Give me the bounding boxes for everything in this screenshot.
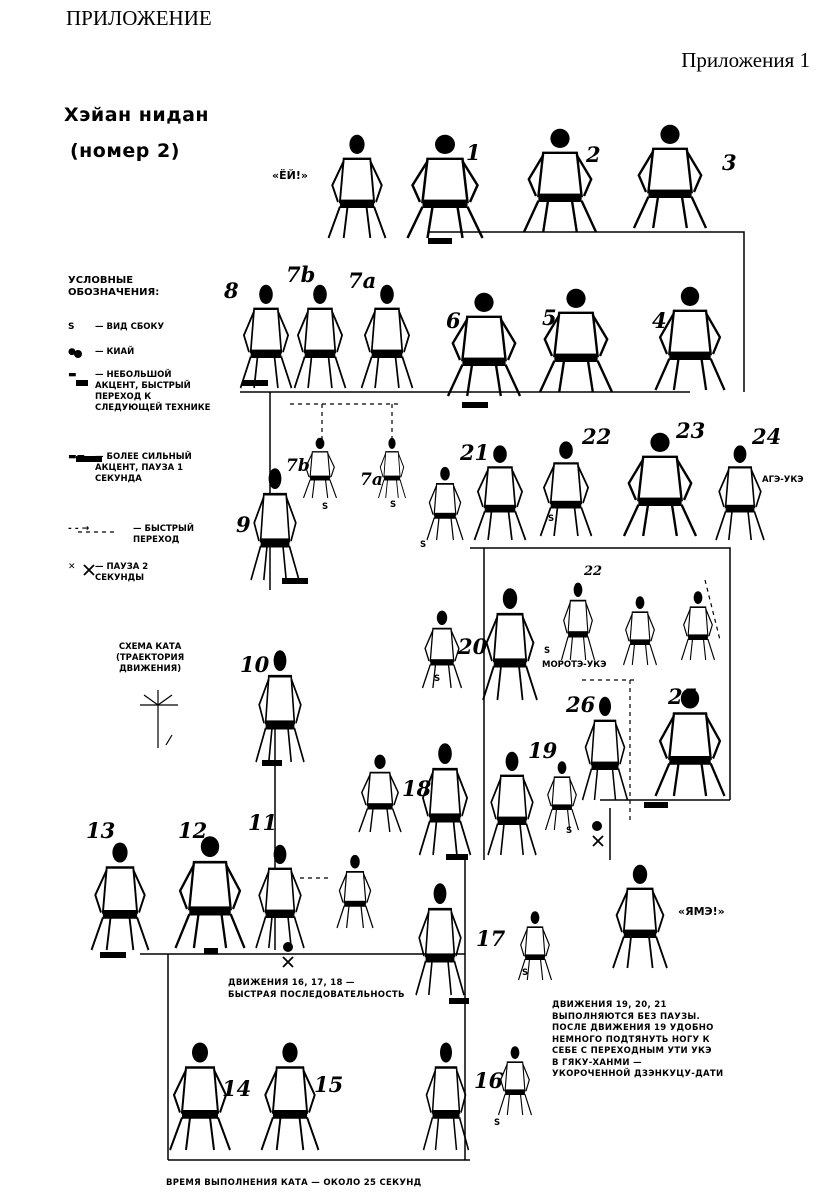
note-line: ПОСЛЕ ДВИЖЕНИЯ 19 УДОБНО [552, 1023, 714, 1033]
kata-title: Хэйан нидан [64, 104, 210, 126]
note-line: ВЫПОЛНЯЮТСЯ БЕЗ ПАУЗЫ. [552, 1011, 701, 1022]
age-uke-label: АГЭ-УКЭ [762, 475, 804, 485]
move-number: 3 [722, 150, 737, 175]
legend-text: — НЕБОЛЬШОЙ АКЦЕНТ, БЫСТРЫЙ ПЕРЕХОД К СЛ… [95, 370, 211, 413]
karate-figures [90, 123, 766, 1152]
note-line: НЕМНОГО ПОДТЯНУТЬ НОГУ К [552, 1034, 710, 1045]
start-call: «ЁЙ!» [272, 169, 308, 182]
move-number: 7b [286, 456, 310, 476]
legend-heading-line1: УСЛОВНЫЕ [68, 275, 134, 286]
move-number: 24 [752, 424, 782, 449]
scheme-caption: СХЕМА КАТА (ТРАЕКТОРИЯ ДВИЖЕНИЯ) [116, 642, 184, 675]
legend-text: — БОЛЕЕ СИЛЬНЫЙ АКЦЕНТ, ПАУЗА 1 СЕКУНДА [95, 452, 192, 484]
move-number: 19 [528, 738, 558, 763]
legend-heading-line2: ОБОЗНАЧЕНИЯ: [68, 287, 160, 298]
side-view-mark: S [544, 646, 551, 656]
move-number: 10 [240, 652, 270, 677]
legend-heading: УСЛОВНЫЕ ОБОЗНАЧЕНИЯ: [68, 275, 159, 299]
small-accent-symbol: ▬ [68, 370, 77, 380]
move-number: 18 [402, 776, 432, 801]
side-view-mark: S [390, 500, 397, 510]
move-number: 26 [566, 692, 596, 717]
move-number: 22 [584, 564, 603, 579]
move-number: 1 [466, 140, 481, 165]
fast-sequence-note: ДВИЖЕНИЯ 16, 17, 18 — БЫСТРАЯ ПОСЛЕДОВАТ… [228, 978, 405, 1001]
move-number: 5 [542, 305, 557, 330]
legend-text: — ВИД СБОКУ [95, 322, 165, 332]
side-view-mark: S [494, 1118, 501, 1128]
move-number: 17 [476, 926, 506, 951]
move-number: 13 [86, 818, 116, 843]
move-number: 25 [668, 684, 698, 709]
pause-symbol: ✕ [68, 562, 76, 572]
appendix-subheading: Приложения 1 [681, 48, 810, 72]
move-number: 12 [178, 818, 208, 843]
morote-uke-label: МОРОТЭ-УКЭ [542, 660, 607, 670]
move-number: 21 [460, 440, 490, 465]
side-view-mark: S [566, 826, 573, 836]
scheme-icon [140, 690, 178, 748]
fast-transition-symbol: - - → [68, 524, 90, 534]
move-number: 6 [446, 308, 461, 333]
legend-item-small-accent: ▬ — НЕБОЛЬШОЙ АКЦЕНТ, БЫСТРЫЙ ПЕРЕХОД К … [68, 370, 213, 414]
move-number: 20 [458, 634, 488, 659]
note-line: В ГЯКУ-ХАНМИ — [552, 1057, 642, 1068]
note-line: БЫСТРАЯ ПОСЛЕДОВАТЕЛЬНОСТЬ [228, 989, 405, 1000]
no-pause-note: ДВИЖЕНИЯ 19, 20, 21 ВЫПОЛНЯЮТСЯ БЕЗ ПАУЗ… [552, 1000, 723, 1081]
move-number: 9 [236, 512, 251, 537]
side-view-symbol: S [68, 322, 75, 332]
legend-item-side-view: S — ВИД СБОКУ [68, 322, 215, 333]
side-view-mark: S [522, 968, 529, 978]
note-line: ДВИЖЕНИЯ 19, 20, 21 [552, 1000, 667, 1010]
kiai-dot [592, 821, 602, 831]
move-number: 7b [286, 262, 316, 287]
side-view-mark: S [434, 674, 441, 684]
pause-marks [83, 564, 604, 968]
move-number: 2 [586, 142, 601, 167]
scheme-line1: СХЕМА КАТА [118, 642, 182, 652]
move-number: 23 [676, 418, 706, 443]
legend-item-pause: ✕ — ПАУЗА 2 СЕКУНДЫ [68, 562, 195, 584]
move-number: 7a [348, 268, 377, 293]
kiai-symbol: ● [68, 347, 76, 357]
move-number: 11 [248, 810, 278, 835]
scheme-line3: ДВИЖЕНИЯ) [119, 664, 182, 674]
move-number: 15 [314, 1072, 344, 1097]
legend-item-kiai: ● — КИАЙ [68, 347, 215, 358]
legend-text: — БЫСТРЫЙ ПЕРЕХОД [133, 524, 194, 545]
legend-text: — ПАУЗА 2 СЕКУНДЫ [95, 562, 149, 583]
move-number: 16 [474, 1068, 504, 1093]
side-view-mark: S [548, 514, 555, 524]
move-number: 7a [360, 470, 383, 490]
move-number: 14 [222, 1076, 252, 1101]
move-number: 8 [224, 278, 239, 303]
scheme-line2: (ТРАЕКТОРИЯ [116, 653, 185, 663]
side-view-mark: S [420, 540, 427, 550]
kata-subtitle: (номер 2) [70, 140, 180, 162]
note-line: ДВИЖЕНИЯ 16, 17, 18 — [228, 978, 355, 988]
kiai-legend-dot [74, 350, 82, 358]
end-call: «ЯМЭ!» [678, 905, 725, 918]
move-number: 4 [652, 308, 667, 333]
duration-note: ВРЕМЯ ВЫПОЛНЕНИЯ КАТА — ОКОЛО 25 СЕКУНД [166, 1178, 422, 1188]
note-line: УКОРОЧЕННОЙ ДЗЭНКУЦУ-ДАТИ [552, 1069, 724, 1079]
fast-transition-lines [78, 403, 721, 879]
legend-item-fast-transition: - - → — БЫСТРЫЙ ПЕРЕХОД [68, 524, 223, 546]
side-view-mark: S [322, 502, 329, 512]
note-line: СЕБЕ С ПЕРЕХОДНЫМ УТИ УКЭ [552, 1046, 712, 1056]
legend-text: — КИАЙ [95, 347, 135, 357]
move-number: 22 [582, 424, 612, 449]
appendix-heading: ПРИЛОЖЕНИЕ [66, 6, 212, 30]
